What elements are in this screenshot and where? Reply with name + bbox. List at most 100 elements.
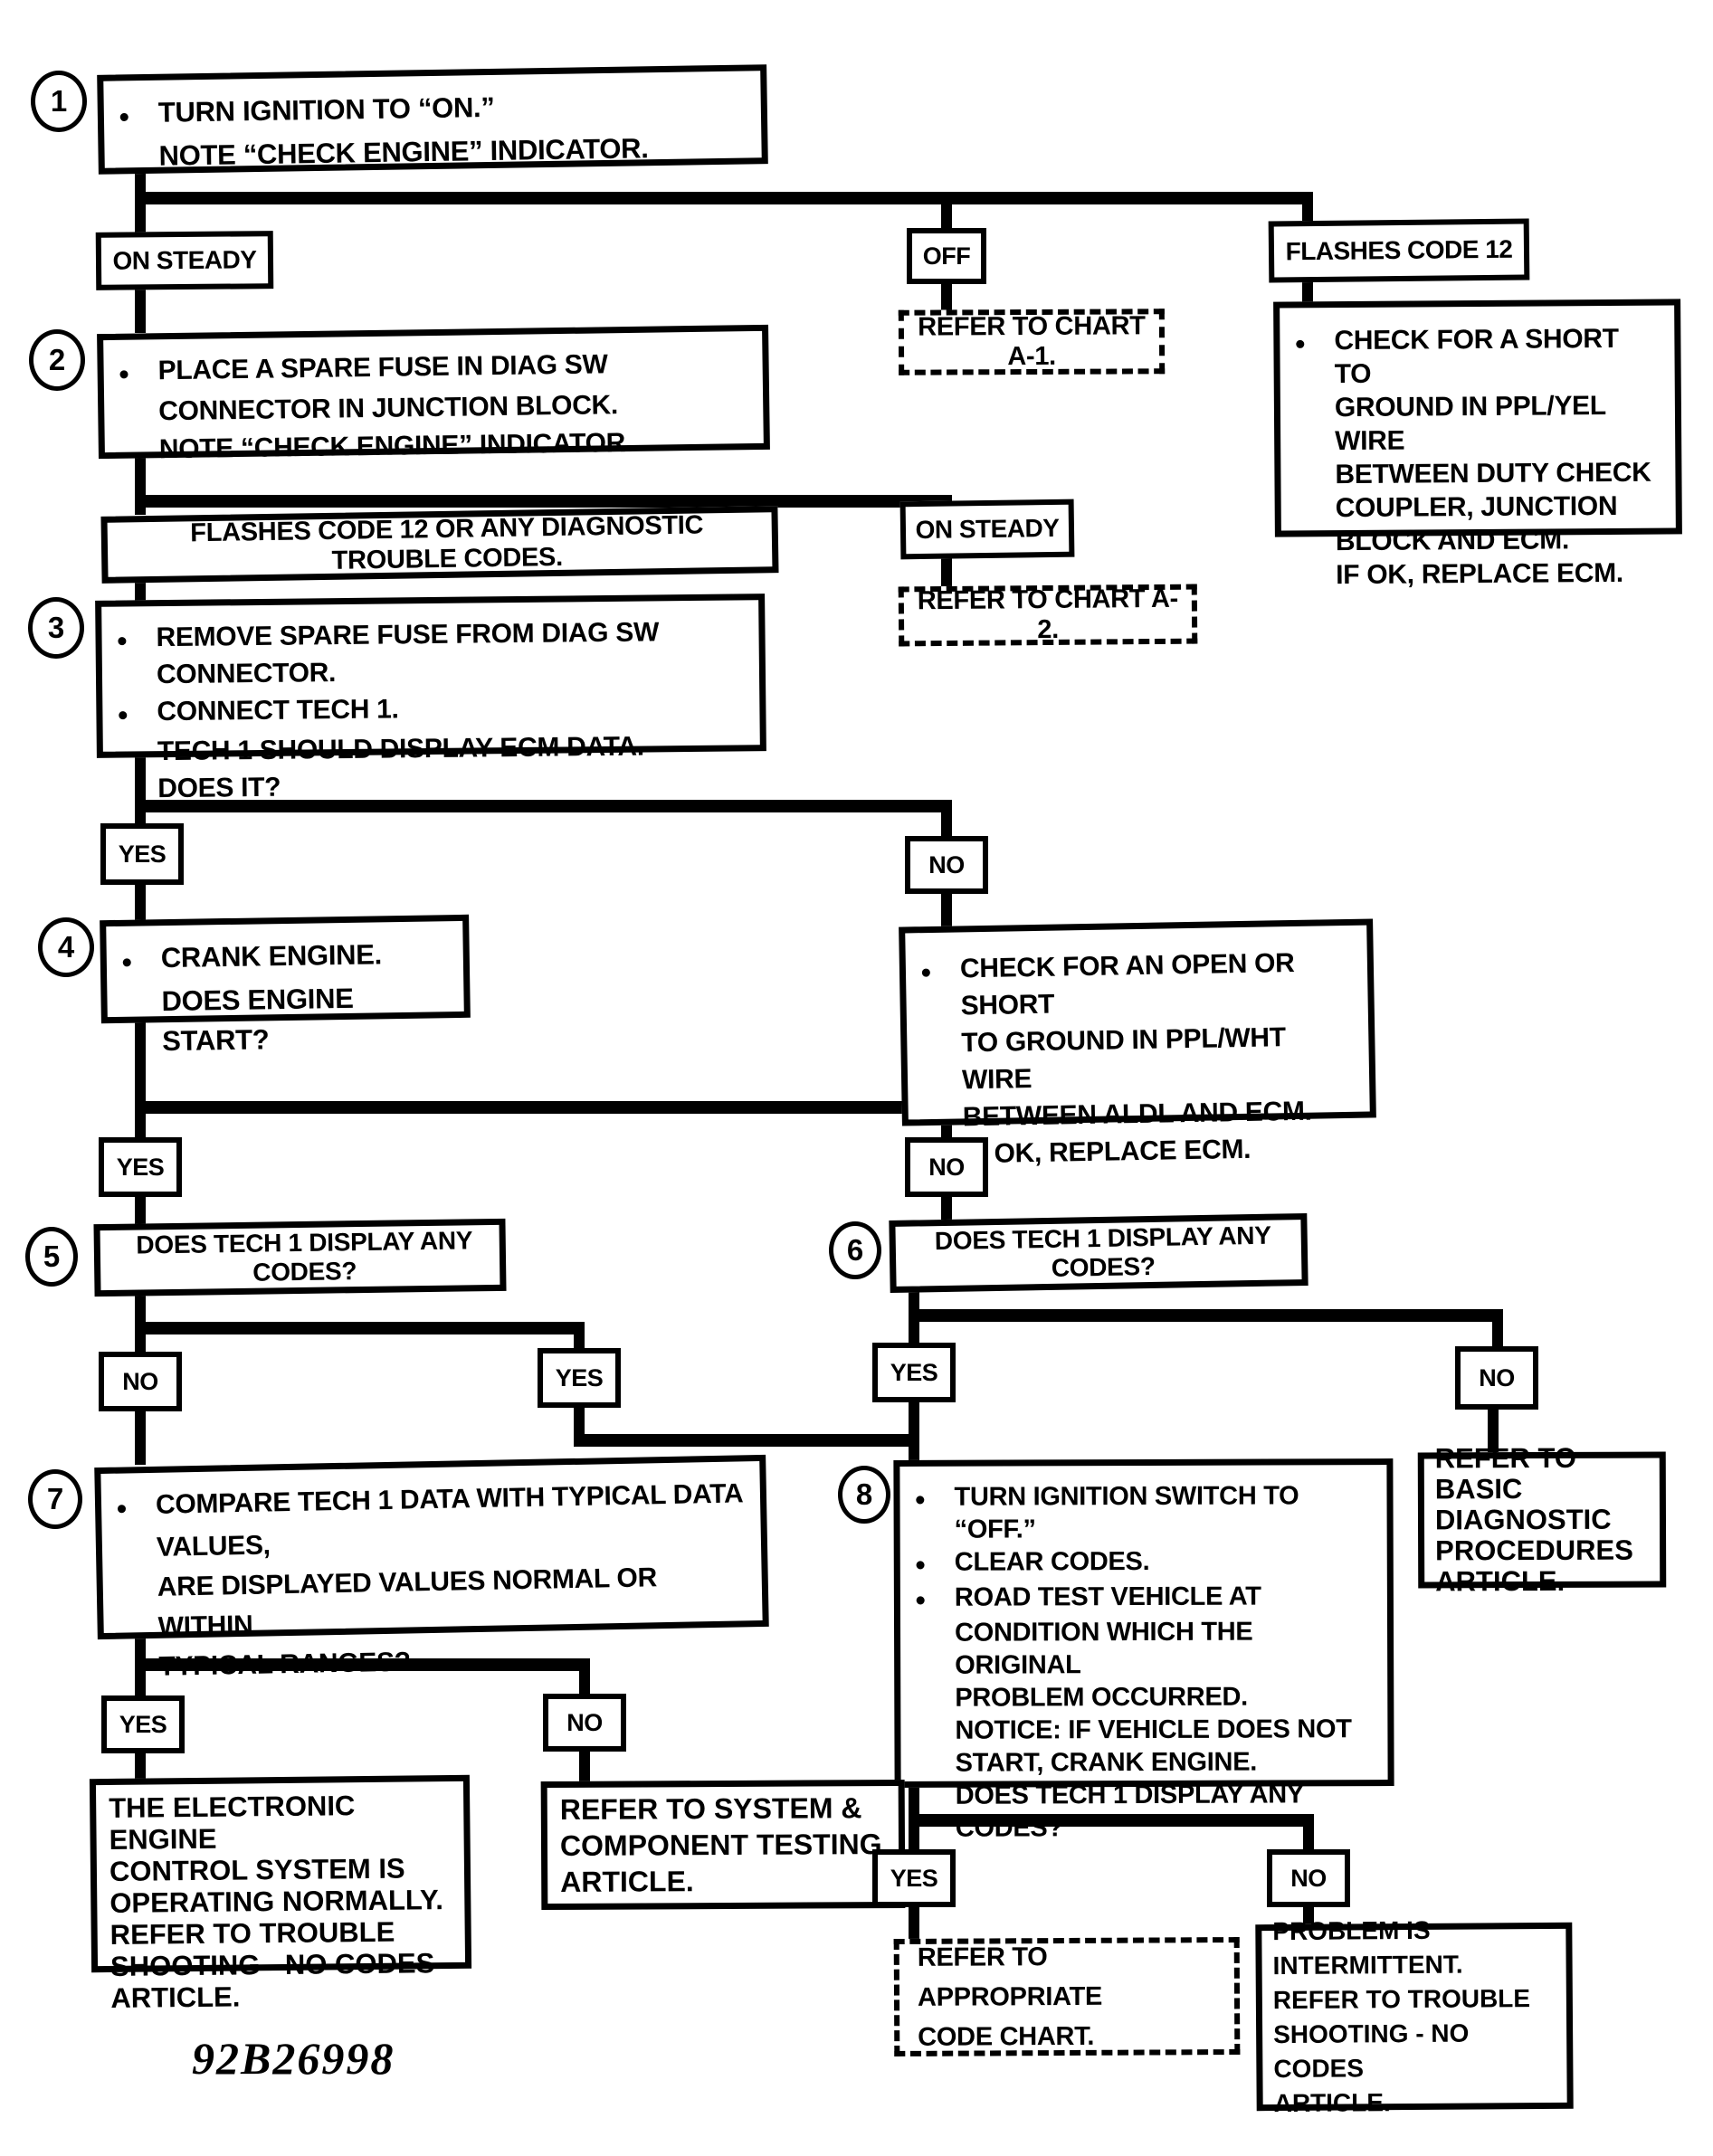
text-line: OPERATING NORMALLY. xyxy=(109,1884,444,1919)
bullet-icon: ● xyxy=(914,1589,927,1610)
text-line: ARTICLE. xyxy=(1435,1564,1565,1598)
problem-intermittent-box: PROBLEM IS INTERMITTENT. REFER TO TROUBL… xyxy=(1255,1916,1574,2117)
text-line: ARTICLE. xyxy=(1273,2088,1391,2118)
refer-appropriate-box: REFER TO APPROPRIATE CODE CHART. xyxy=(893,1937,1241,2056)
branch-yes-1: YES xyxy=(100,823,184,885)
bullet-icon: ● xyxy=(120,951,133,973)
step1-box: ● TURN IGNITION TO “ON.” NOTE “CHECK ENG… xyxy=(97,64,768,175)
text-line: IF OK, REPLACE ECM. xyxy=(1336,557,1623,591)
step3-box: ● REMOVE SPARE FUSE FROM DIAG SW CONNECT… xyxy=(95,594,766,803)
check-open-pplwht-box: ● CHECK FOR AN OPEN OR SHORT TO GROUND I… xyxy=(899,918,1376,1169)
refer-chart-a1-box: REFER TO CHART A-1. xyxy=(898,309,1166,375)
text-line: COMPONENT TESTING xyxy=(559,1828,882,1862)
text-line: ● CHECK FOR AN OPEN OR SHORT xyxy=(919,947,1295,1021)
text-line: REFER TO BASIC xyxy=(1434,1441,1576,1505)
text-line: REFER TO CHART A-2. xyxy=(917,584,1179,645)
branch-yes-5: YES xyxy=(101,1695,185,1753)
text-line: SHOOTING - NO CODES xyxy=(1273,2018,1470,2084)
text-line: REFER TO TROUBLE xyxy=(1272,1984,1531,2015)
text-line: ● CLEAR CODES. xyxy=(915,1544,1373,1581)
text-line: CODES? xyxy=(955,1813,1063,1843)
text-line: PROBLEM IS INTERMITTENT. xyxy=(1272,1915,1463,1980)
text-line: BETWEEN ALDL AND ECM. xyxy=(962,1096,1312,1133)
bullet-icon: ● xyxy=(914,1553,927,1575)
text-line: REFER TO TROUBLE xyxy=(109,1915,395,1951)
branch-yes-6: YES xyxy=(872,1849,956,1907)
text-line: ● CHECK FOR A SHORT TO xyxy=(1294,323,1619,390)
text-line: START, CRANK ENGINE. xyxy=(955,1747,1258,1778)
step7-box: ● COMPARE TECH 1 DATA WITH TYPICAL DATA … xyxy=(94,1454,769,1682)
refer-chart-a2-box: REFER TO CHART A-2. xyxy=(898,584,1198,647)
bullet-icon: ● xyxy=(1294,333,1306,355)
figure-code: 92B26998 xyxy=(192,2033,395,2084)
text-line: ● ROAD TEST VEHICLE AT xyxy=(915,1580,1373,1617)
branch-yes-3: YES xyxy=(538,1348,621,1408)
step8-box: ● TURN IGNITION SWITCH TO “OFF.” ● CLEAR… xyxy=(893,1458,1394,1843)
text-line: DOES TECH 1 DISPLAY ANY xyxy=(955,1780,1304,1810)
branch-yes-2: YES xyxy=(99,1137,182,1197)
text-line: PROBLEM OCCURRED. xyxy=(955,1682,1248,1713)
text-line: TECH 1 SHOULD DISPLAY ECM DATA. xyxy=(157,731,644,767)
step4-number: 4 xyxy=(38,917,94,977)
bullet-icon: ● xyxy=(117,704,128,726)
branch-no-6: NO xyxy=(1267,1849,1350,1907)
text-line: THE ELECTRONIC ENGINE xyxy=(109,1790,356,1856)
text-line: PROCEDURES xyxy=(1435,1534,1633,1567)
branch-no-2: NO xyxy=(905,1137,988,1197)
branch-no-4: NO xyxy=(1455,1346,1538,1410)
bullet-icon: ● xyxy=(919,961,932,983)
bullet-icon: ● xyxy=(115,1497,128,1519)
branch-on-steady-1: ON STEADY xyxy=(95,231,274,290)
branch-yes-4: YES xyxy=(872,1343,956,1402)
refer-system-box: REFER TO SYSTEM & COMPONENT TESTING ARTI… xyxy=(540,1779,906,1911)
text-line: BETWEEN DUTY CHECK xyxy=(1335,457,1651,490)
branch-flashes-code-12: FLASHES CODE 12 xyxy=(1268,218,1530,283)
text-line: DOES ENGINE START? xyxy=(161,982,354,1058)
text-line: ● CRANK ENGINE. xyxy=(120,934,449,983)
text-line: NOTICE: IF VEHICLE DOES NOT xyxy=(955,1714,1352,1745)
step6-number: 6 xyxy=(829,1221,881,1279)
text-line: DOES TECH 1 DISPLAY ANY CODES? xyxy=(934,1220,1271,1282)
step8-number: 8 xyxy=(838,1466,890,1524)
text-line: DOES IT? xyxy=(157,772,281,804)
text-line: IF OK, REPLACE ECM. xyxy=(963,1134,1251,1170)
text-line: FLASHES CODE 12 OR ANY DIAGNOSTIC TROUBL… xyxy=(190,510,704,575)
text-line: BLOCK AND ECM. xyxy=(1335,525,1570,557)
text-line: COUPLER, JUNCTION xyxy=(1335,490,1618,524)
step2-box: ● PLACE A SPARE FUSE IN DIAG SW CONNECTO… xyxy=(97,324,770,464)
branch-no-1: NO xyxy=(905,836,988,894)
branch-no-5: NO xyxy=(543,1694,626,1752)
bullet-icon: ● xyxy=(118,363,130,385)
text-line: ● REMOVE SPARE FUSE FROM DIAG SW CONNECT… xyxy=(116,617,660,690)
text-line: ARE DISPLAYED VALUES NORMAL OR WITHIN xyxy=(157,1562,658,1642)
bullet-icon: ● xyxy=(118,106,130,128)
bullet-icon: ● xyxy=(914,1488,926,1510)
text-line: ARTICLE. xyxy=(110,1980,241,2014)
text-line: DOES TECH 1 DISPLAY ANY CODES? xyxy=(136,1226,473,1287)
text-line: REFER TO CHART A-1. xyxy=(918,311,1146,372)
bullet-icon: ● xyxy=(116,630,128,651)
text-line: SHOOTING - NO CODES xyxy=(109,1947,435,1982)
step5-box: DOES TECH 1 DISPLAY ANY CODES? xyxy=(93,1218,507,1297)
text-line: CODE CHART. xyxy=(918,2021,1095,2052)
text-line: DIAGNOSTIC xyxy=(1434,1503,1612,1536)
step6-box: DOES TECH 1 DISPLAY ANY CODES? xyxy=(889,1212,1309,1294)
normal-operation-box: THE ELECTRONIC ENGINE CONTROL SYSTEM IS … xyxy=(89,1774,472,2014)
step2-number: 2 xyxy=(29,329,85,391)
step4-box: ● CRANK ENGINE. DOES ENGINE START? xyxy=(100,914,471,1057)
branch-flashes-any-codes: FLASHES CODE 12 OR ANY DIAGNOSTIC TROUBL… xyxy=(100,506,779,584)
text-line: TURN IGNITION TO “ON.” xyxy=(157,90,495,128)
text-line: ● CONNECT TECH 1. xyxy=(117,687,745,733)
check-short-pplyel-box: ● CHECK FOR A SHORT TO GROUND IN PPL/YEL… xyxy=(1273,299,1682,590)
step1-number: 1 xyxy=(31,71,87,132)
text-line: REFER TO SYSTEM & xyxy=(559,1791,862,1826)
text-line: CONDITION WHICH THE ORIGINAL xyxy=(954,1617,1253,1680)
branch-on-steady-2: ON STEADY xyxy=(899,499,1075,560)
text-line: TO GROUND IN PPL/WHT WIRE xyxy=(961,1022,1287,1096)
step7-number: 7 xyxy=(28,1469,82,1529)
step3-number: 3 xyxy=(28,597,84,659)
text-line: REFER TO APPROPRIATE xyxy=(917,1942,1103,2012)
text-line: ● TURN IGNITION SWITCH TO “OFF.” xyxy=(914,1481,1299,1544)
